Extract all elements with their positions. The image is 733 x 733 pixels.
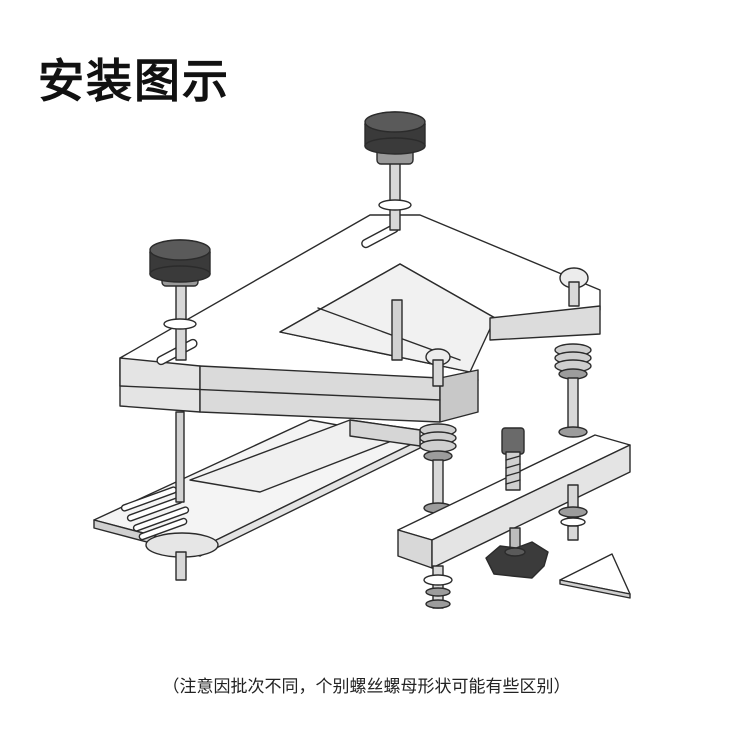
upper-frame [119, 214, 601, 503]
bolt-icon [558, 484, 588, 541]
triangle-block-icon [559, 553, 631, 599]
star-knob-icon [485, 527, 549, 579]
knob-icon [149, 239, 211, 361]
bolt-icon [423, 565, 453, 609]
base-slots [120, 486, 190, 541]
footnote: （注意因批次不同，个别螺丝螺母形状可能有些区别） [162, 677, 571, 697]
knob-icon [364, 111, 426, 231]
bolt-icon [501, 427, 525, 491]
spring-icon [554, 267, 592, 438]
page-title: 安装图示 [38, 54, 230, 108]
